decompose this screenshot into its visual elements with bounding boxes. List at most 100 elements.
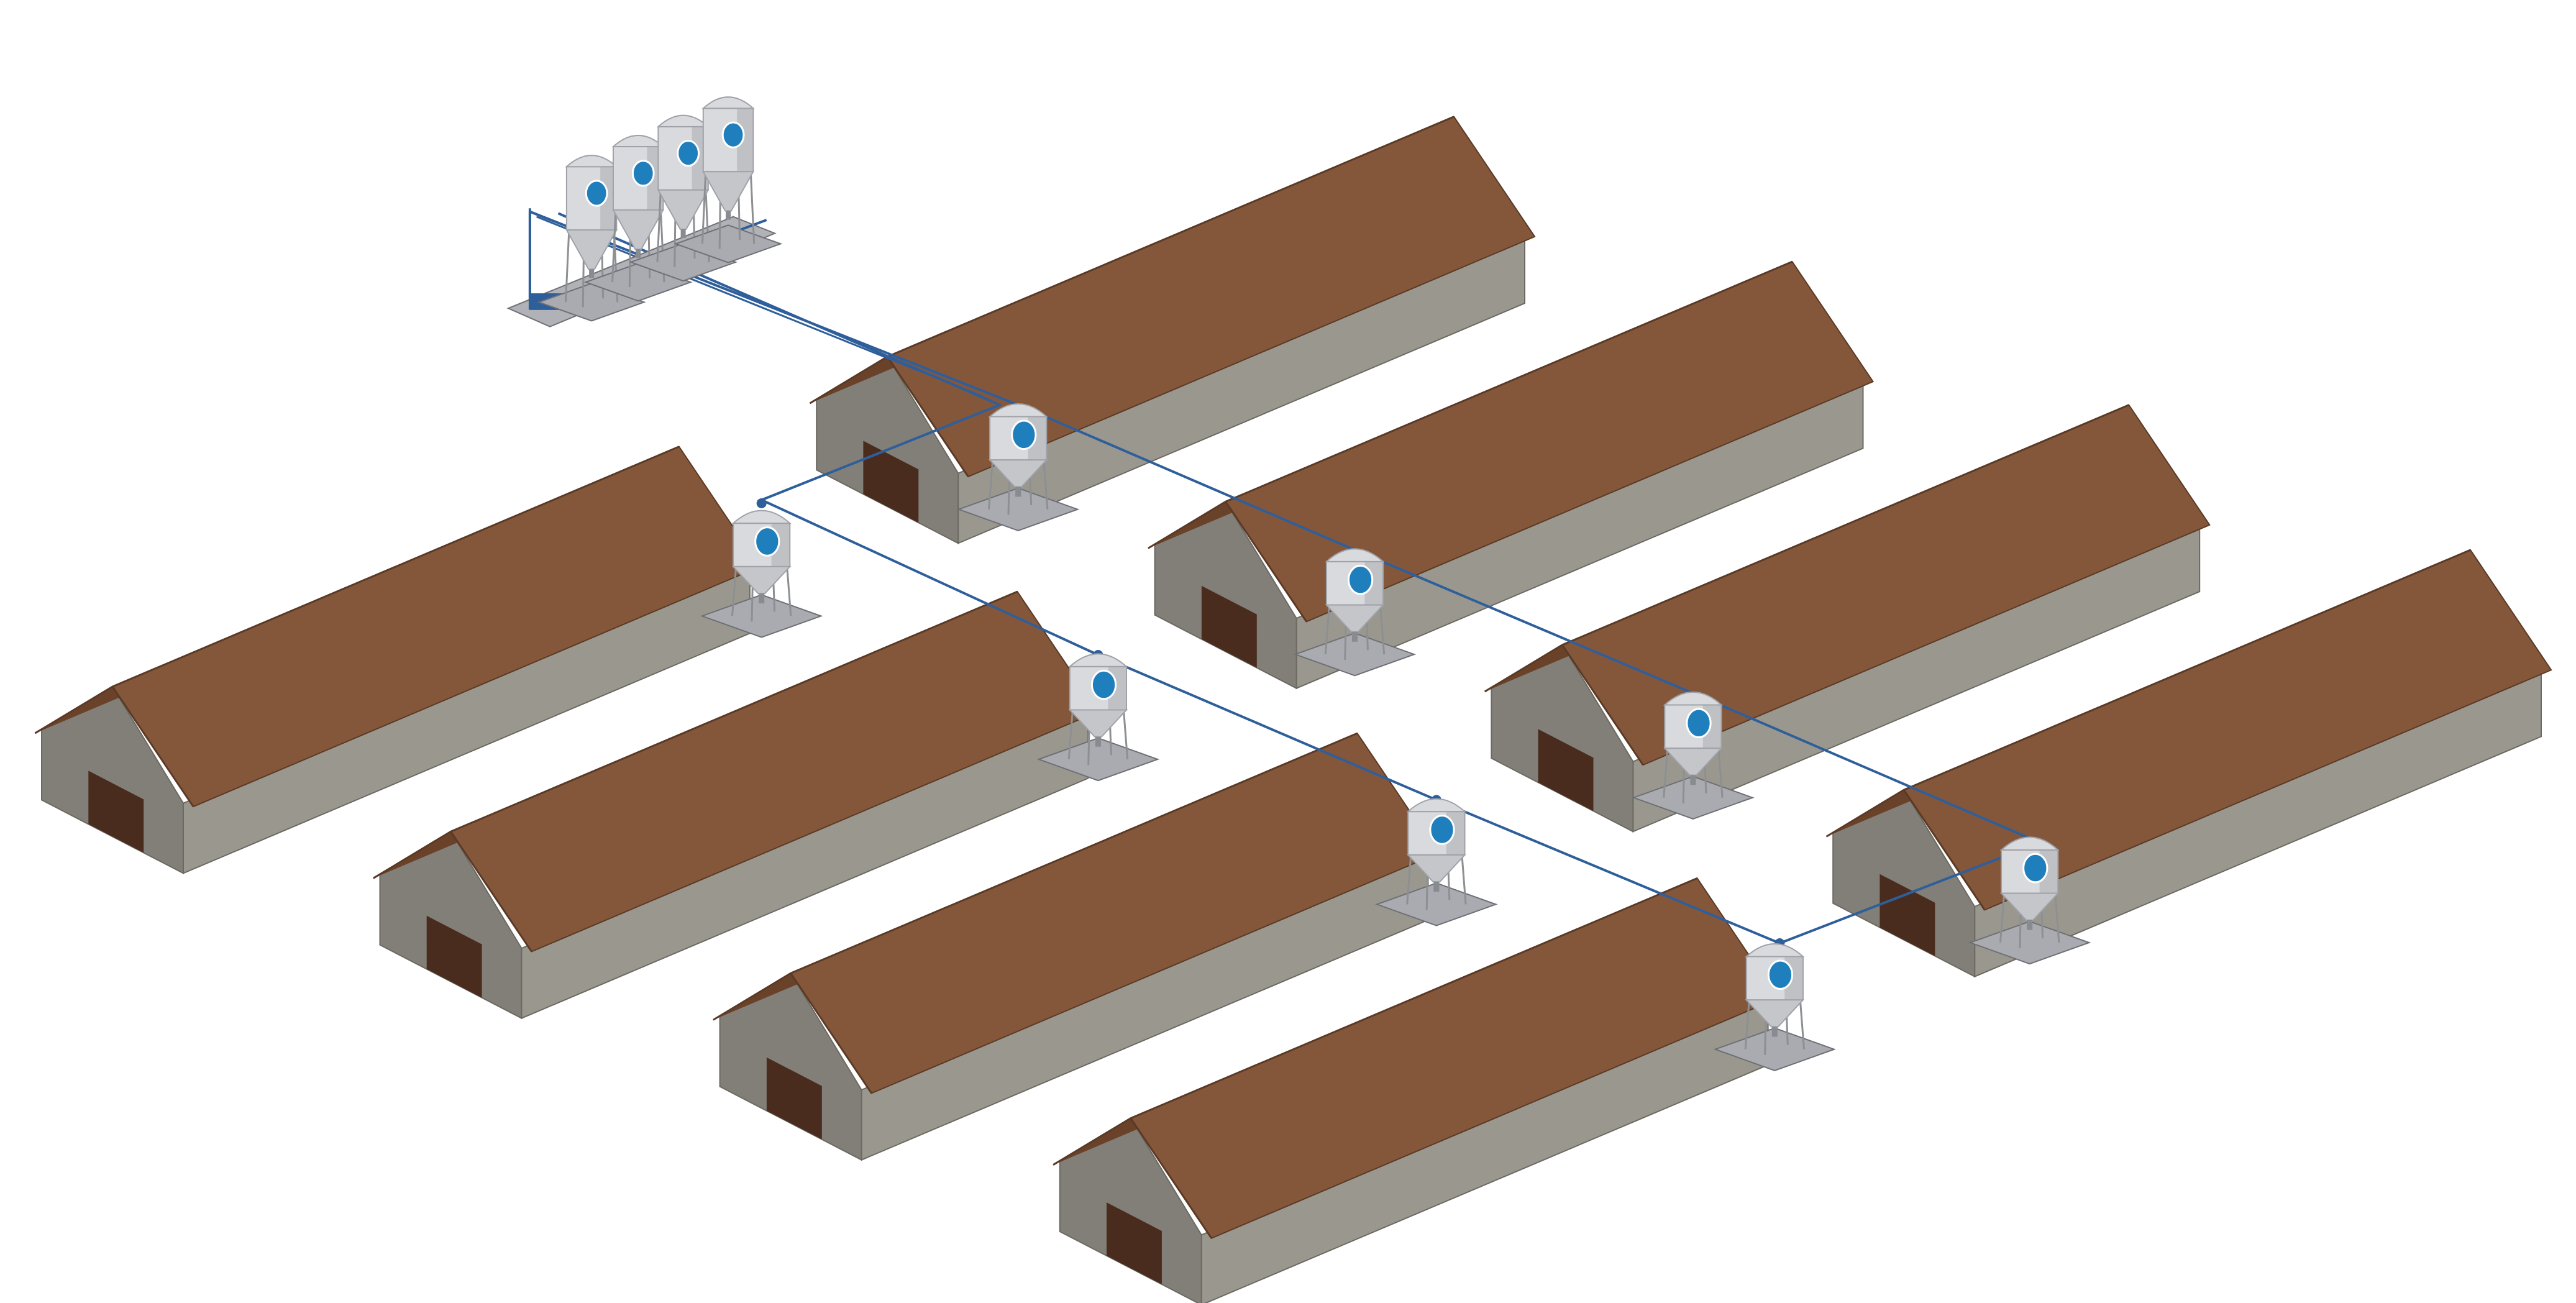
silo-leg [1717,748,1724,798]
silo-leg [1461,854,1467,905]
barn-gable-edge [790,972,872,1094]
feed-silo [1036,653,1160,782]
barn-ridge [450,590,1018,833]
silo-cone [988,459,1048,488]
silo-logo-badge [1347,564,1374,595]
silo-logo-badge [677,140,700,167]
silo-base-pad [1713,1027,1837,1071]
silo-outlet [1015,487,1021,497]
silo-leg [1324,605,1330,655]
barn-gable-edge [1561,644,1644,766]
silo-leg [1406,854,1412,905]
silo-outlet [1771,1026,1778,1037]
silo-outlet [726,211,731,220]
barn-gable-edge [809,355,888,405]
silo-logo-badge [721,121,745,149]
silo-base-pad [1293,632,1417,677]
silo-cone [731,565,792,595]
silo-leg [1999,893,2006,943]
barn-gable-edge [886,356,969,477]
barn [1148,260,1875,690]
silo-logo-badge [754,526,780,557]
barn [1825,549,2552,978]
barn-gable-edge [1148,500,1226,549]
barn-door [88,770,144,853]
silo-outlet [1095,736,1101,747]
feed-silo [1632,692,1755,820]
silo-roof [731,510,792,524]
barn-gable-edge [1484,644,1563,693]
silo-leg [1122,710,1129,760]
barn-gable-edge [713,972,792,1021]
silo-leg [1043,460,1049,510]
barn-door [1538,729,1594,812]
silo-outlet [2027,920,2033,930]
feed-pipe-line-c [536,216,984,398]
silo-logo-badge [1686,708,1712,739]
feed-silo [674,96,783,263]
barn-ridge [1130,877,1698,1120]
central-feed-plant [506,96,783,327]
barn-gable-edge [1053,1117,1131,1166]
silo-base-pad [1375,882,1498,926]
silo-leg [564,230,570,303]
silo-cone [565,229,618,270]
barn-ridge [887,116,1455,358]
silo-roof [1325,548,1385,562]
silo-leg [988,460,994,510]
barn-door [426,915,482,998]
silo-logo-badge [1090,669,1117,700]
barn [1053,877,1779,1303]
barn-door [766,1057,822,1140]
silo-leg [2054,893,2060,943]
silo-cone [657,189,710,230]
barn-gable-edge [1825,789,1904,838]
barn-ridge [112,446,680,688]
silo-outlet [1690,775,1696,785]
silo-base-pad [700,594,823,638]
feed-silo [1713,943,1837,1071]
silo-leg [1799,1000,1806,1049]
barn-gable-edge [1130,1117,1213,1239]
silo-roof [988,403,1048,418]
silo-outlet [1351,631,1358,642]
barn-ridge [1561,404,2129,646]
barn-gable-edge [34,685,113,734]
silo-leg [731,566,738,616]
silo-outlet [759,593,765,604]
silo-roof [1745,943,1805,958]
barn-gable-edge [1225,501,1307,623]
barn [34,446,761,875]
silo-leg [656,190,662,263]
barn-ridge [790,732,1358,974]
silo-leg [701,171,707,244]
silo-outlet [636,249,641,258]
silo-roof [1999,836,2060,851]
barn-ridge [1903,549,2471,791]
silo-base-pad [1968,920,2091,965]
silo-cone [1407,854,1466,883]
silo-leg [786,566,792,616]
silo-roof [1406,798,1467,813]
silo-cone [612,209,665,250]
feed-silo [957,403,1080,531]
silo-logo-badge [1767,959,1794,990]
feed-silo [1293,548,1417,677]
silo-outlet [1433,882,1440,892]
barn [372,590,1099,1020]
feed-silo [700,510,823,638]
silo-logo-badge [585,180,608,207]
barn-door [1107,1202,1162,1284]
barn-door [863,441,919,523]
silo-logo-badge [631,160,655,187]
barn-gable-edge [372,831,452,879]
barn-door [1879,874,1935,956]
silo-outlet [589,269,595,278]
silo-roof [1068,653,1128,667]
barn-ridge [1225,260,1793,503]
silo-cone [1068,709,1128,738]
silo-leg [1744,1000,1750,1049]
feed-silo [1375,798,1498,926]
silo-cone [1999,892,2060,921]
